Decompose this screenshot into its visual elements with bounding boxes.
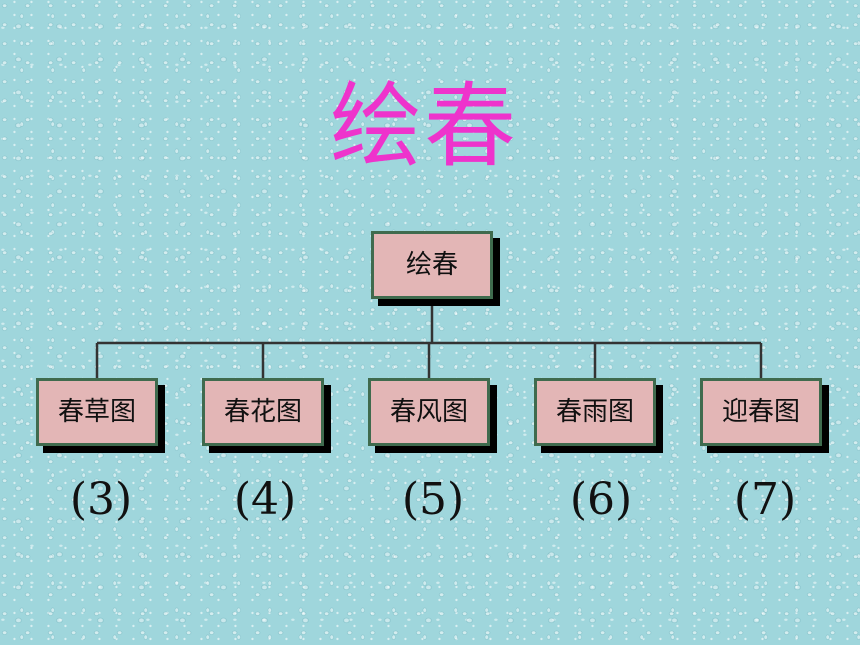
child-node-4: 春雨图 <box>534 378 656 446</box>
child-node-5: 迎春图 <box>700 378 822 446</box>
child-number-4: (6) <box>569 474 633 525</box>
child-node-1: 春草图 <box>36 378 158 446</box>
child-node-2: 春花图 <box>202 378 324 446</box>
root-node: 绘春 <box>371 231 493 299</box>
child-number-1: (3) <box>69 474 133 525</box>
child-number-3: (5) <box>401 474 465 525</box>
child-number-2: (4) <box>233 474 297 525</box>
child-number-5: (7) <box>733 474 797 525</box>
slide-title: 绘春 <box>330 73 519 180</box>
child-node-3: 春风图 <box>368 378 490 446</box>
